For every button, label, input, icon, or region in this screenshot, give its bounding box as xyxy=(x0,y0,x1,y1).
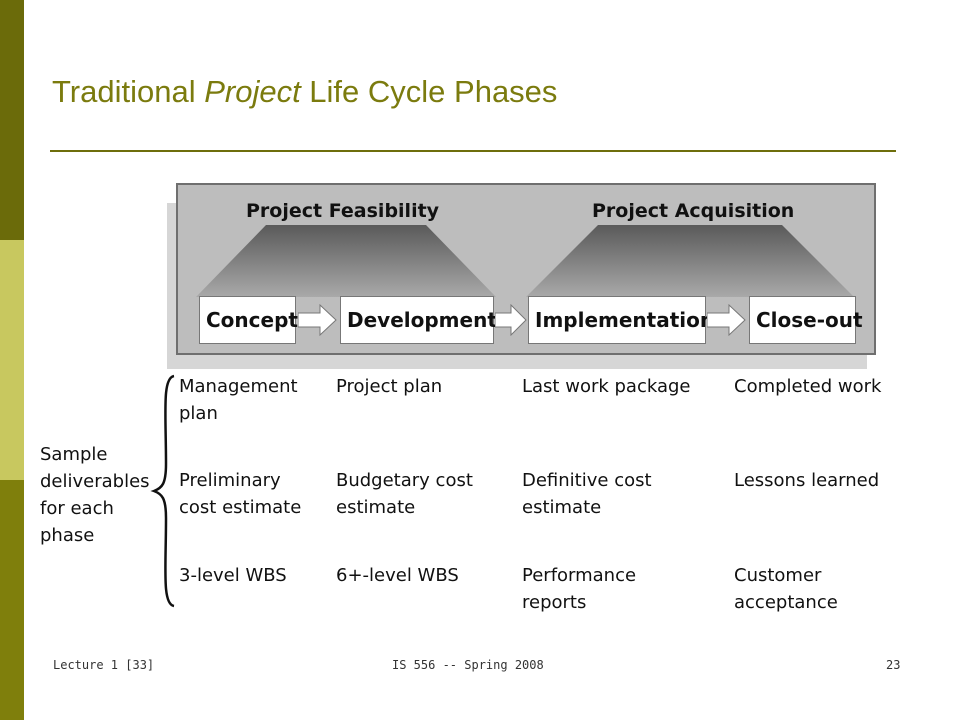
deliverable-cell: Last work package xyxy=(522,376,691,397)
footer-course: IS 556 -- Spring 2008 xyxy=(392,658,544,672)
side-bar-top xyxy=(0,0,24,240)
page-number: 23 xyxy=(886,658,901,672)
footer-lecture: Lecture 1 [33] xyxy=(53,658,155,672)
phase-concept: Concept xyxy=(199,296,298,344)
arrow-icon xyxy=(707,304,746,336)
title-part-2: Life Cycle Phases xyxy=(300,74,558,109)
deliverable-cell: Completed work xyxy=(734,376,882,397)
side-bar-bottom xyxy=(0,480,24,720)
deliverable-cell: Performance reports xyxy=(522,565,637,613)
phase-close-out: Close-out xyxy=(749,296,863,344)
acquisition-trapezoid xyxy=(526,225,854,297)
deliverable-cell: Preliminary cost estimate xyxy=(179,470,302,518)
deliverable-cell: 6+-level WBS xyxy=(336,565,459,586)
deliverable-cell: Budgetary cost estimate xyxy=(336,470,473,518)
title-underline xyxy=(50,150,896,152)
phase-development: Development xyxy=(340,296,497,344)
deliverable-cell: Customer acceptance xyxy=(734,565,838,613)
group-label-acquisition: Project Acquisition xyxy=(592,200,795,222)
deliverable-cell: Lessons learned xyxy=(734,470,880,491)
curly-brace-icon xyxy=(150,374,175,608)
group-label-feasibility: Project Feasibility xyxy=(246,200,440,222)
deliverable-cell: Project plan xyxy=(336,376,443,397)
title-part-1: Traditional xyxy=(52,74,205,109)
title-emphasis: Project xyxy=(204,74,301,109)
deliverable-cell: 3-level WBS xyxy=(179,565,287,586)
deliverable-cell: Management plan xyxy=(179,376,298,424)
phase-implementation: Implementation xyxy=(528,296,714,344)
deliverable-cell: Definitive cost estimate xyxy=(522,470,652,518)
side-bar-middle xyxy=(0,240,24,480)
slide-title: Traditional Project Life Cycle Phases xyxy=(52,74,557,110)
arrow-icon xyxy=(495,304,527,336)
arrow-icon xyxy=(298,304,337,336)
deliverables-label: Sample deliverables for each phase xyxy=(40,444,150,546)
feasibility-trapezoid xyxy=(196,225,496,297)
